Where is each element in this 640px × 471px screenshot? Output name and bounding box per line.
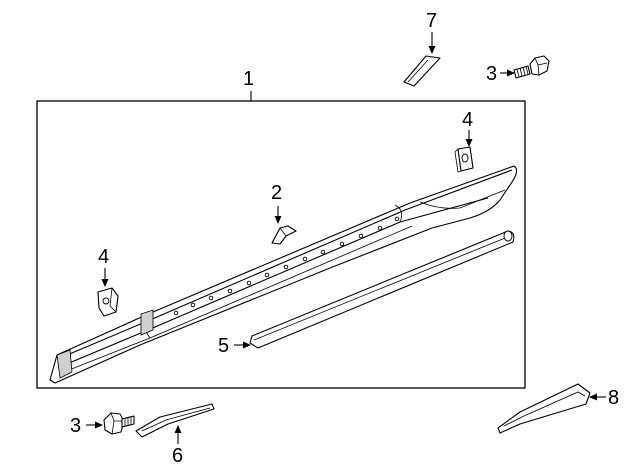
bolt-icon [513, 55, 550, 79]
callout-4-right: 4 [462, 109, 473, 131]
bracket-part-7 [403, 55, 441, 87]
callout-3-top: 3 [486, 63, 497, 85]
callout-3-bottom: 3 [70, 415, 81, 437]
callout-4-left: 4 [98, 246, 109, 268]
assembly-frame [36, 100, 526, 389]
nut-part-4-right [454, 146, 474, 173]
callout-2: 2 [271, 182, 282, 204]
bracket-part-6 [135, 403, 215, 438]
callout-6: 6 [172, 445, 183, 467]
bolt-icon [103, 412, 135, 435]
bracket-part-8 [497, 383, 591, 434]
callout-5: 5 [218, 335, 229, 357]
clip-holes [173, 216, 400, 316]
nut-part-4-left [97, 287, 119, 317]
clip-part-2 [271, 225, 297, 245]
molding-strip-part-5 [249, 230, 515, 349]
callout-8: 8 [608, 387, 619, 409]
rocker-molding [49, 165, 518, 384]
callout-1: 1 [243, 68, 254, 90]
callout-7: 7 [426, 10, 437, 32]
